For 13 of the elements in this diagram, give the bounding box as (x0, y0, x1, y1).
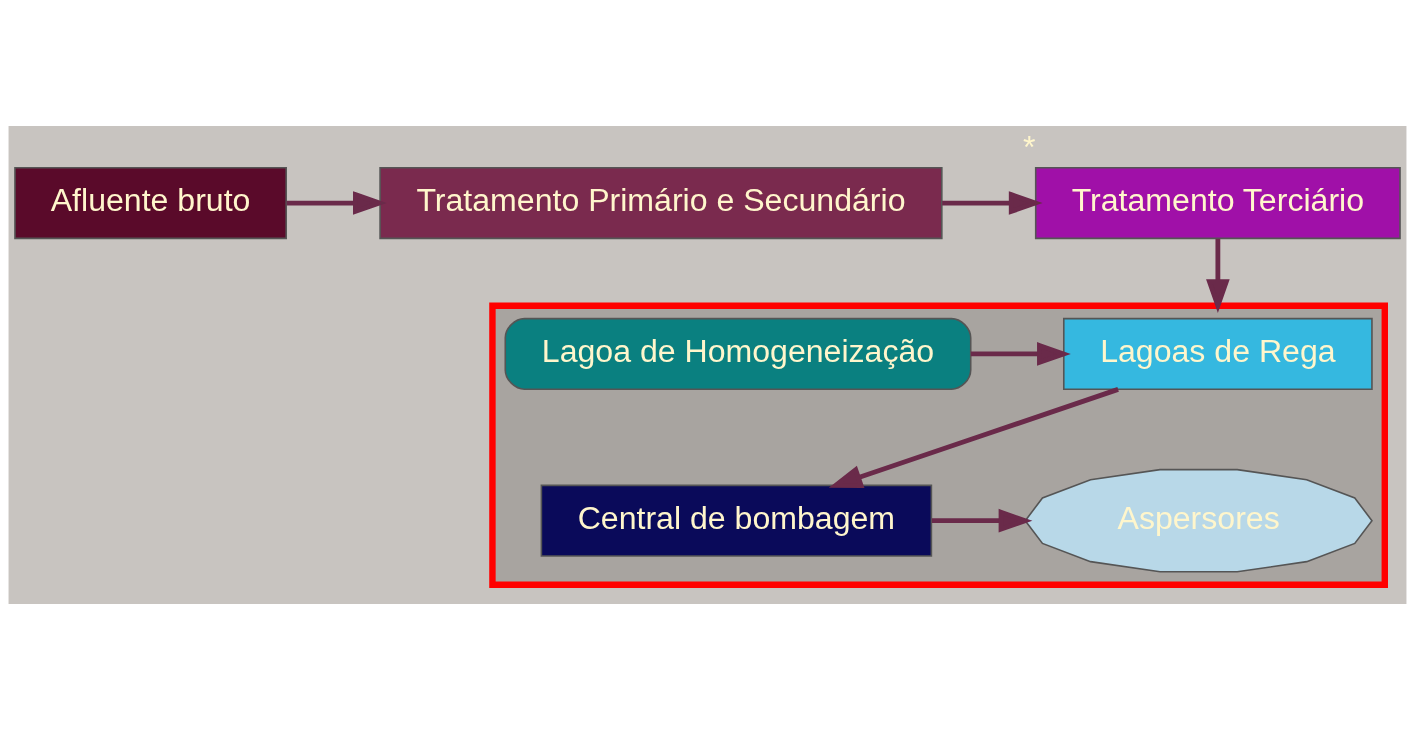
node-box: Central de bombagem (540, 484, 933, 557)
node-box: Tratamento Primário e Secundário (379, 166, 943, 239)
node-label: * (1023, 128, 1036, 165)
cluster (489, 302, 1388, 588)
node-box: Lagoa de Homogeneização (504, 317, 972, 390)
node-box: Afluente bruto (14, 166, 287, 239)
node-box: Tratamento Terciário (1034, 166, 1401, 239)
arrow (970, 341, 1071, 366)
node-box: Lagoas de Rega (1063, 317, 1373, 390)
arrow (828, 386, 1119, 488)
arrow (286, 190, 387, 215)
arrow (931, 508, 1033, 532)
arrow (942, 190, 1043, 215)
